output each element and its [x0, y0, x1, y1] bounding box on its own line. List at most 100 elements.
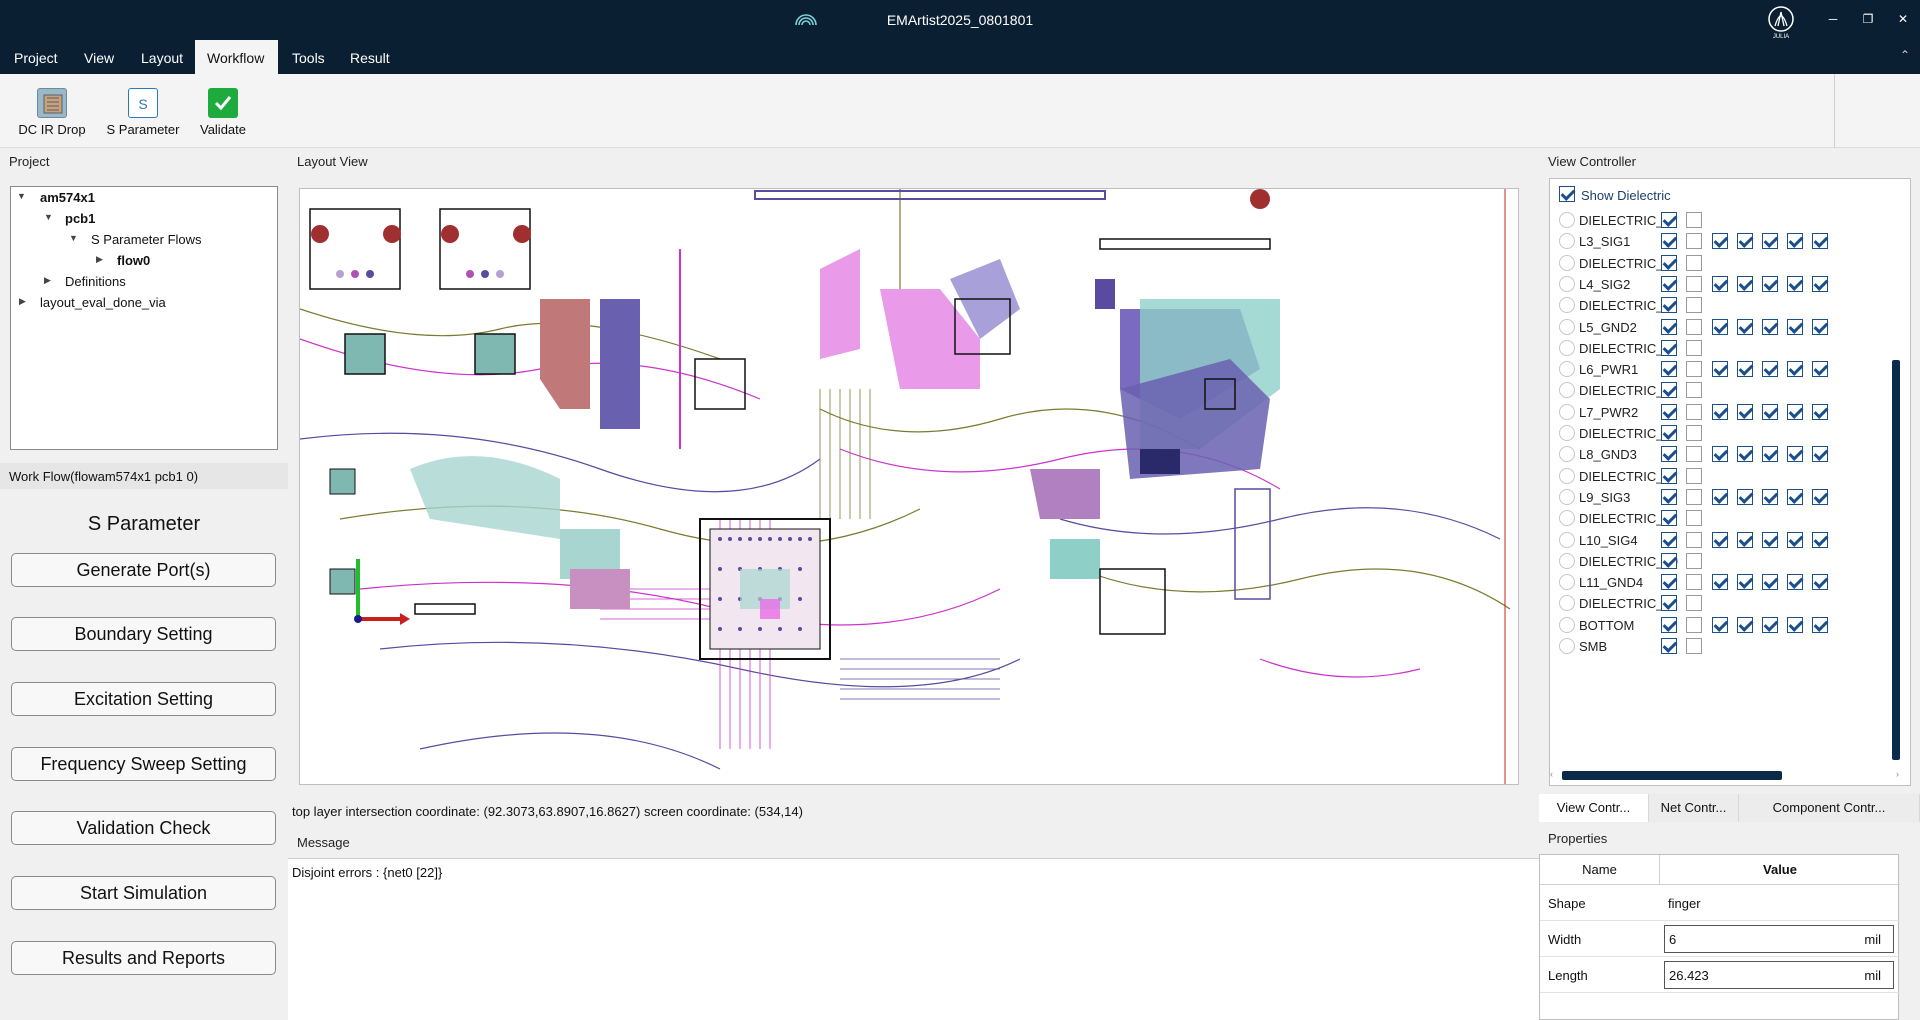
length-input[interactable]: 26.423 mil: [1664, 961, 1894, 989]
collapse-arrow-icon[interactable]: ▶: [19, 296, 26, 306]
layer-visibility-checkbox[interactable]: [1686, 595, 1702, 612]
layer-visibility-checkbox[interactable]: [1812, 361, 1828, 378]
layer-visibility-checkbox[interactable]: [1712, 446, 1728, 463]
layer-visibility-checkbox[interactable]: [1686, 361, 1702, 378]
vertical-scrollbar[interactable]: [1892, 360, 1900, 760]
layer-visibility-checkbox[interactable]: [1762, 275, 1778, 292]
layer-visibility-checkbox[interactable]: [1762, 403, 1778, 420]
layer-visibility-checkbox[interactable]: [1812, 318, 1828, 335]
scroll-left-icon[interactable]: ‹: [1550, 769, 1553, 779]
layer-visibility-checkbox[interactable]: [1661, 339, 1677, 356]
horizontal-scrollbar[interactable]: [1562, 771, 1782, 780]
layer-visibility-checkbox[interactable]: [1661, 574, 1677, 591]
layer-visibility-checkbox[interactable]: [1812, 275, 1828, 292]
tree-item-flow0[interactable]: flow0: [117, 253, 151, 268]
layer-select-radio[interactable]: [1559, 552, 1575, 569]
layer-visibility-checkbox[interactable]: [1686, 318, 1702, 335]
layer-visibility-checkbox[interactable]: [1787, 616, 1803, 633]
layer-visibility-checkbox[interactable]: [1661, 297, 1677, 314]
layer-visibility-checkbox[interactable]: [1686, 446, 1702, 463]
layer-visibility-checkbox[interactable]: [1787, 446, 1803, 463]
layer-visibility-checkbox[interactable]: [1686, 467, 1702, 484]
layer-visibility-checkbox[interactable]: [1686, 488, 1702, 505]
layer-visibility-checkbox[interactable]: [1787, 275, 1803, 292]
layer-visibility-checkbox[interactable]: [1762, 531, 1778, 548]
layer-visibility-checkbox[interactable]: [1812, 488, 1828, 505]
layer-visibility-checkbox[interactable]: [1686, 510, 1702, 527]
layer-visibility-checkbox[interactable]: [1686, 254, 1702, 271]
project-tree[interactable]: ▼ am574x1 ▼ pcb1 ▼ S Parameter Flows ▶ f…: [10, 186, 278, 450]
tree-item-s-parameter-flows[interactable]: S Parameter Flows: [91, 232, 202, 247]
generate-ports-button[interactable]: Generate Port(s): [11, 553, 276, 587]
layer-visibility-checkbox[interactable]: [1686, 638, 1702, 654]
validate-button[interactable]: Validate: [197, 88, 249, 137]
layer-visibility-checkbox[interactable]: [1762, 574, 1778, 591]
menu-result[interactable]: Result: [350, 50, 390, 66]
layer-visibility-checkbox[interactable]: [1737, 616, 1753, 633]
layer-visibility-checkbox[interactable]: [1686, 425, 1702, 441]
layer-visibility-checkbox[interactable]: [1712, 616, 1728, 633]
layer-visibility-checkbox[interactable]: [1787, 403, 1803, 420]
layer-visibility-checkbox[interactable]: [1762, 488, 1778, 505]
menu-tools[interactable]: Tools: [292, 50, 325, 66]
start-simulation-button[interactable]: Start Simulation: [11, 876, 276, 910]
layer-select-radio[interactable]: [1559, 488, 1575, 505]
layer-visibility-checkbox[interactable]: [1661, 403, 1677, 420]
layer-visibility-checkbox[interactable]: [1712, 275, 1728, 292]
layer-visibility-checkbox[interactable]: [1737, 531, 1753, 548]
tab-component-controller[interactable]: Component Contr...: [1739, 794, 1920, 822]
layer-visibility-checkbox[interactable]: [1686, 403, 1702, 420]
layer-select-radio[interactable]: [1559, 531, 1575, 548]
layer-visibility-checkbox[interactable]: [1737, 361, 1753, 378]
layer-visibility-checkbox[interactable]: [1787, 574, 1803, 591]
layer-visibility-checkbox[interactable]: [1686, 339, 1702, 356]
layer-visibility-checkbox[interactable]: [1661, 510, 1677, 527]
layer-visibility-checkbox[interactable]: [1812, 574, 1828, 591]
layer-visibility-checkbox[interactable]: [1661, 318, 1677, 335]
expand-arrow-icon[interactable]: ▼: [17, 191, 26, 201]
layer-visibility-checkbox[interactable]: [1686, 616, 1702, 633]
layer-visibility-checkbox[interactable]: [1712, 488, 1728, 505]
tree-item-am574x1[interactable]: am574x1: [40, 190, 95, 205]
tree-item-definitions[interactable]: Definitions: [65, 274, 126, 289]
layer-visibility-checkbox[interactable]: [1661, 233, 1677, 250]
layer-visibility-checkbox[interactable]: [1661, 361, 1677, 378]
layer-visibility-checkbox[interactable]: [1762, 318, 1778, 335]
layer-visibility-checkbox[interactable]: [1661, 467, 1677, 484]
layer-visibility-checkbox[interactable]: [1686, 531, 1702, 548]
results-and-reports-button[interactable]: Results and Reports: [11, 941, 276, 975]
layer-visibility-checkbox[interactable]: [1787, 318, 1803, 335]
layer-visibility-checkbox[interactable]: [1661, 425, 1677, 441]
layer-visibility-checkbox[interactable]: [1661, 382, 1677, 399]
layer-visibility-checkbox[interactable]: [1812, 531, 1828, 548]
layer-visibility-checkbox[interactable]: [1686, 275, 1702, 292]
layer-visibility-checkbox[interactable]: [1712, 318, 1728, 335]
layer-visibility-checkbox[interactable]: [1661, 595, 1677, 612]
layer-visibility-checkbox[interactable]: [1712, 531, 1728, 548]
layer-select-radio[interactable]: [1559, 574, 1575, 591]
menu-view[interactable]: View: [84, 50, 115, 66]
layer-select-radio[interactable]: [1559, 339, 1575, 356]
layer-visibility-checkbox[interactable]: [1762, 616, 1778, 633]
layer-visibility-checkbox[interactable]: [1686, 382, 1702, 399]
layer-visibility-checkbox[interactable]: [1712, 403, 1728, 420]
layer-visibility-checkbox[interactable]: [1661, 531, 1677, 548]
layer-visibility-checkbox[interactable]: [1686, 233, 1702, 250]
pcb-layout-canvas[interactable]: [299, 188, 1519, 785]
layer-visibility-checkbox[interactable]: [1661, 616, 1677, 633]
excitation-setting-button[interactable]: Excitation Setting: [11, 682, 276, 716]
layer-visibility-checkbox[interactable]: [1762, 233, 1778, 250]
layer-visibility-checkbox[interactable]: [1762, 361, 1778, 378]
width-input[interactable]: 6 mil: [1664, 925, 1894, 953]
menu-workflow[interactable]: Workflow: [207, 50, 265, 66]
collapse-ribbon-icon[interactable]: ⌃: [1899, 48, 1910, 62]
layer-select-radio[interactable]: [1559, 616, 1575, 633]
layer-visibility-checkbox[interactable]: [1787, 361, 1803, 378]
menu-layout[interactable]: Layout: [141, 50, 184, 66]
tree-item-pcb1[interactable]: pcb1: [65, 211, 96, 226]
layer-visibility-checkbox[interactable]: [1737, 275, 1753, 292]
layer-visibility-checkbox[interactable]: [1787, 531, 1803, 548]
layer-visibility-checkbox[interactable]: [1737, 318, 1753, 335]
layer-visibility-checkbox[interactable]: [1661, 488, 1677, 505]
layer-visibility-checkbox[interactable]: [1737, 403, 1753, 420]
